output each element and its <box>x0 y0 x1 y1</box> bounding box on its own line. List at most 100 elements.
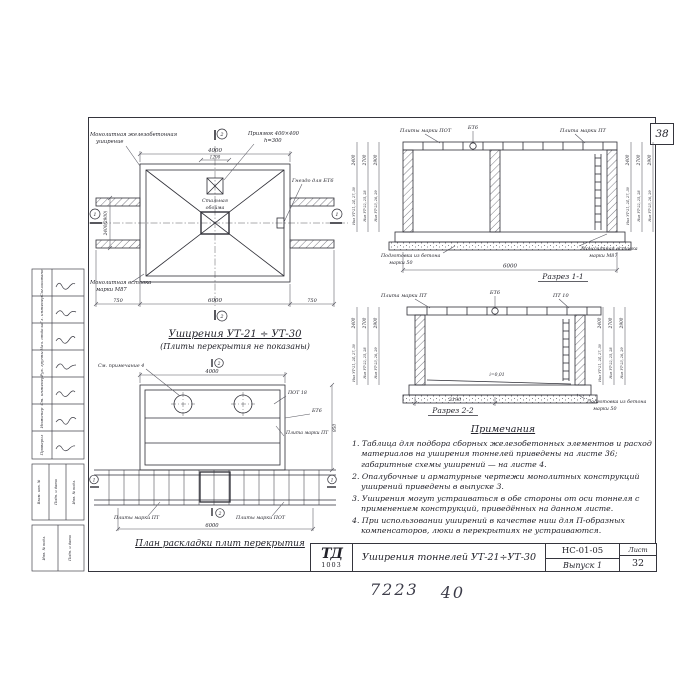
layout-section-marks <box>89 358 337 518</box>
section2-dimensions <box>356 296 626 406</box>
stamp-label: Гл. инженер <box>39 296 44 325</box>
logo: ТД 1003 <box>311 544 353 571</box>
plan-label-insert: Монолитная вставка <box>89 280 151 286</box>
layout-label-note4: См. примечание 4 <box>98 363 144 369</box>
sec2-side-dim: 2900 <box>373 317 378 329</box>
layout-dim-950: 950 <box>332 424 337 432</box>
layout-label-bt6: БТ6 <box>311 408 322 414</box>
stamp-label: Инв. № подл. <box>42 536 46 562</box>
sec1-label-prep: марки 50 <box>389 260 413 266</box>
sec2-side-dim: 2700 <box>608 317 613 329</box>
plan-caption: Уширения УТ-21 ÷ УТ-30 (Плиты перекрытия… <box>100 329 370 351</box>
logo-monogram: ТД <box>321 545 343 562</box>
plan-dim-750: 750 <box>307 298 317 304</box>
section1-texts: Плиты марки ПОТ БТ6 Плита марки ПТ Подго… <box>351 125 652 281</box>
sec1-side-label: Низ УТ-22, 25, 28 <box>363 190 367 223</box>
note-item: 3. Уширения могут устраиваться в обе сто… <box>352 493 640 514</box>
sec1-side-dim: 2900 <box>647 154 652 166</box>
section-flag-1: 1 <box>331 478 334 484</box>
plan-label-socket: Гнездо для БТ6 <box>291 178 334 184</box>
section2-geometry <box>402 306 602 404</box>
sec1-label-insert: марки М87 <box>589 253 618 259</box>
plan-label-monolithic: уширение <box>95 139 123 145</box>
doc-code: НС-01-05 <box>546 544 619 559</box>
stamp-label: Подп. и дата <box>68 535 72 562</box>
sec2-label-bt6: БТ6 <box>489 290 501 296</box>
stamp-label: Инженер <box>39 407 44 429</box>
sec2-side-label: Низ УТ-21, 24, 27, 30 <box>598 343 602 382</box>
plan-label-monolithic: Монолитная железобетонная <box>89 131 178 138</box>
sec2-label-prep: Подготовка из бетона <box>586 398 646 405</box>
plan-subtitle: (Плиты перекрытия не показаны) <box>160 342 310 351</box>
sheet-cell: Лист 32 <box>620 544 656 571</box>
layout-label-pot18: ПОТ 18 <box>287 390 307 396</box>
sec2-dim-2190: 2190 <box>448 397 463 403</box>
stamp-label: Проверил <box>39 434 44 456</box>
section-flag-1: 1 <box>335 212 338 218</box>
layout-dimensions <box>115 368 335 532</box>
sec2-side-label: Низ УТ-23, 26, 29 <box>620 347 624 380</box>
stamp-label: Ст. инженер <box>39 376 44 406</box>
sec1-side-dim: 2400 <box>351 154 356 166</box>
stamp-label: Нач. отдела <box>39 323 44 352</box>
note-item: 2. Опалубочные и арматурные чертежи моно… <box>352 471 640 491</box>
slab-layout-drawing: См. примечание 4 4000 ПОТ 18 БТ6 Плита м… <box>89 358 337 532</box>
sec1-side-dim: 2700 <box>362 154 367 166</box>
sec1-side-dim: 2700 <box>636 154 641 166</box>
plan-label-steel: обойма <box>206 204 225 211</box>
sec2-side-label: Низ УТ-21, 24, 27, 30 <box>352 343 356 382</box>
logo-number: 1003 <box>321 560 342 569</box>
sec1-side-label: Низ УТ-23, 26, 29 <box>374 190 378 223</box>
handwritten-7223: 7223 <box>370 580 419 599</box>
stamp-label: Согласовано <box>39 269 44 296</box>
notes-title: Примечания <box>470 424 536 435</box>
section2-title: Разрез 2-2 <box>431 406 474 415</box>
sec1-label-bt6: БТ6 <box>467 125 479 131</box>
layout-dim-6000: 6000 <box>205 523 219 529</box>
section-flag-2: 2 <box>219 132 223 138</box>
stamp-label: Рук. группы <box>39 351 44 377</box>
note-item: 1. Таблица для подбора сборных железобет… <box>352 439 652 469</box>
sec1-label-pt: Плита марки ПТ <box>559 128 607 134</box>
section-flag-2: 2 <box>219 314 223 320</box>
section-flag-2: 2 <box>217 361 221 367</box>
plan-dim-4000: 4000 <box>207 148 222 154</box>
stamp-label: Подп. и дата <box>54 479 58 506</box>
layout-title: План раскладки плит перекрытия <box>135 539 305 549</box>
sec2-side-dim: 2400 <box>351 317 356 329</box>
sec1-side-dim: 2900 <box>373 154 378 166</box>
sec2-side-label: Низ УТ-22, 25, 28 <box>363 347 367 380</box>
sec1-dim-6000: 6000 <box>503 264 517 270</box>
doc-code-cell: НС-01-05 Выпуск 1 <box>546 544 620 571</box>
issue-label: Выпуск 1 <box>562 560 603 570</box>
section-1-1-drawing: Плиты марки ПОТ БТ6 Плита марки ПТ Подго… <box>351 125 654 282</box>
section-flag-2: 2 <box>218 511 222 517</box>
sec1-label-insert: Монолитная вставка <box>580 246 638 252</box>
layout-label-pt: Плита марки ПТ <box>285 430 329 436</box>
section1-dimensions <box>356 131 654 273</box>
sec1-side-label: Низ УТ-21, 24, 27, 30 <box>352 186 356 225</box>
stamp-label: Инв. № подл. <box>72 480 76 506</box>
sec2-side-dim: 2700 <box>362 317 367 329</box>
title-block: ТД 1003 Уширения тоннелей УТ-21÷УТ-30 НС… <box>310 543 657 572</box>
section-2-2-drawing: Плита марки ПТ БТ6 ПТ 10 i=0,01 Подготов… <box>351 290 646 416</box>
plan-section-marks <box>89 128 343 322</box>
plan-dim-750: 750 <box>113 298 123 304</box>
handwritten-40: 40 <box>440 583 466 602</box>
plan-title: Уширения УТ-21 ÷ УТ-30 <box>168 329 302 340</box>
sheet-number: 32 <box>631 558 645 569</box>
sec2-side-dim: 2400 <box>597 317 602 329</box>
plan-dim-6000: 6000 <box>208 298 222 304</box>
section-flag-1: 1 <box>93 212 96 218</box>
sec1-side-label: Низ УТ-23, 26, 29 <box>648 190 652 223</box>
plan-label-pit: h=300 <box>264 138 282 144</box>
plan-label-steel: Стальная <box>202 198 228 204</box>
sec2-side-label: Низ УТ-22, 25, 28 <box>609 347 613 380</box>
plan-dimensions <box>93 143 337 307</box>
section-flag-1: 1 <box>93 478 96 484</box>
sheet-corner-number: 38 <box>650 123 674 145</box>
sec2-side-dim: 2900 <box>619 317 624 329</box>
left-margin-stamp: Согласовано Гл. инженер Нач. отдела Рук.… <box>31 268 85 572</box>
layout-geometry <box>94 384 336 506</box>
section1-geometry <box>388 141 632 251</box>
